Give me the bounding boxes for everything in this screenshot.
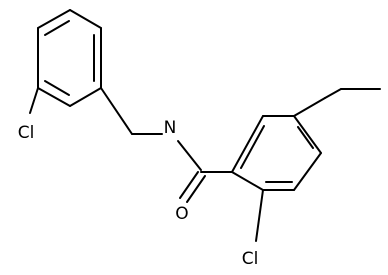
chlorophenyl-ring	[37, 9, 102, 107]
bond	[29, 87, 39, 114]
bond	[100, 87, 133, 135]
bond	[179, 171, 199, 199]
bond	[37, 87, 71, 107]
bond	[324, 88, 342, 99]
nitrogen-atom-label: N	[164, 118, 177, 138]
double-bond-inner	[44, 20, 70, 36]
double-bond-inner	[44, 80, 70, 96]
chlorine-atom-label: Cl	[18, 123, 35, 143]
bond	[293, 97, 326, 117]
bond	[186, 175, 206, 203]
bond	[231, 115, 264, 173]
bond	[69, 87, 102, 107]
oxygen-atom-label: O	[175, 204, 188, 224]
chloromethoxyphenyl-ring	[231, 115, 322, 191]
double-bond-inner	[297, 126, 314, 149]
bond	[37, 9, 71, 29]
bond	[69, 9, 102, 29]
bond	[177, 140, 202, 171]
chlorine-atom-label: Cl	[242, 249, 259, 269]
bond	[293, 152, 322, 191]
bond	[293, 115, 322, 154]
bond	[231, 171, 264, 191]
bond	[255, 189, 264, 242]
double-bond-inner	[240, 125, 265, 169]
